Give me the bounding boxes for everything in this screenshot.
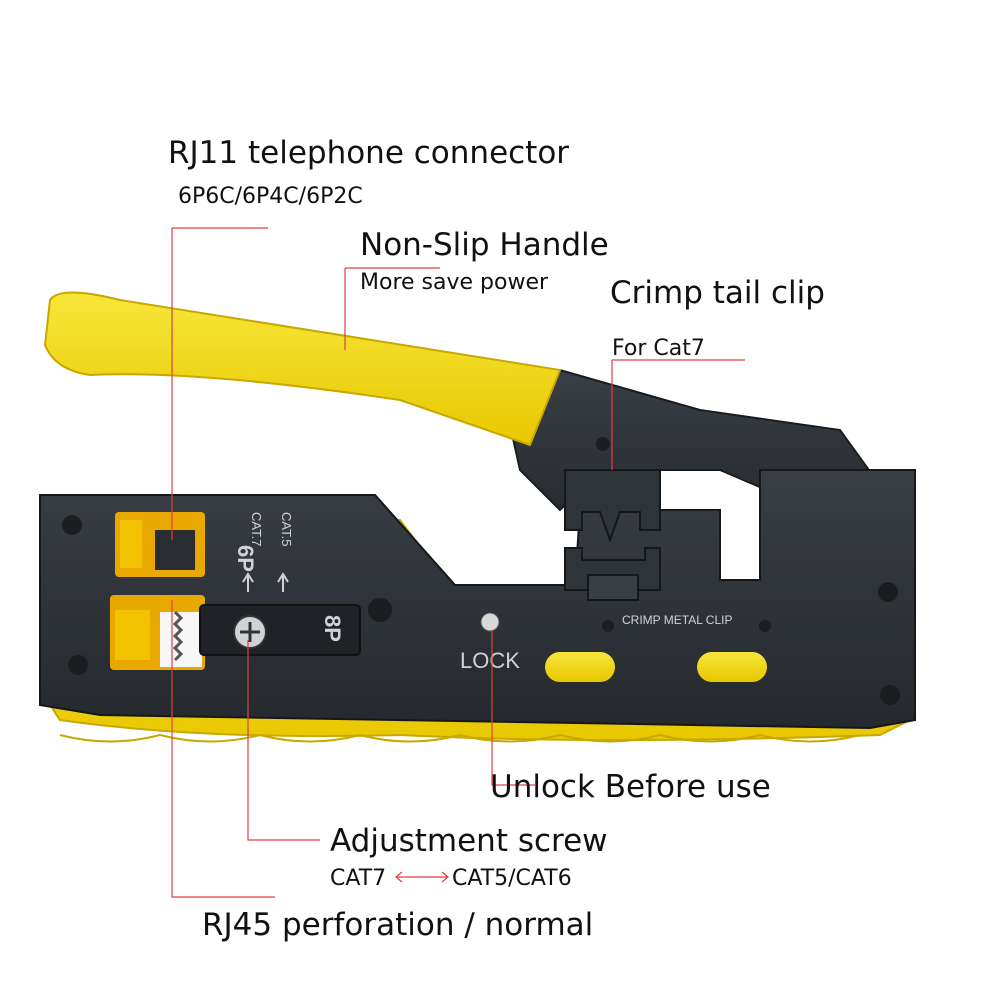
- marking-crimp-metal-clip: CRIMP METAL CLIP: [622, 613, 732, 627]
- screw-slot: [240, 622, 260, 642]
- marking-lock: LOCK: [460, 648, 520, 673]
- callout-tail-clip-title: Crimp tail clip: [610, 275, 825, 311]
- rj45-port-slot: [115, 610, 150, 660]
- rj45-blade-teeth: [172, 610, 184, 662]
- lock-slot-right: [697, 652, 767, 682]
- rj11-port-cavity: [155, 530, 195, 570]
- grip-ridges: [59, 733, 861, 743]
- clip-hole-left: [602, 620, 614, 632]
- callout-screw-cat7: CAT7: [330, 866, 387, 891]
- marking-8p: 8P: [320, 615, 345, 642]
- corner-screw-tl: [62, 515, 82, 535]
- crimp-upper-jaw: [564, 469, 661, 543]
- lock-pin: [480, 612, 500, 632]
- callout-handle-title: Non-Slip Handle: [360, 227, 609, 263]
- leader-screw: [247, 640, 320, 841]
- leader-rj45: [171, 600, 275, 898]
- callout-rj45-title: RJ45 perforation / normal: [202, 907, 594, 943]
- callout-unlock-title: Unlock Before use: [490, 769, 771, 805]
- leader-lines: [171, 227, 745, 898]
- rj45-blade-area: [160, 612, 202, 667]
- corner-screw-br: [880, 685, 900, 705]
- arrow-right-head: [441, 871, 449, 883]
- marking-6p: 6P: [233, 545, 258, 572]
- corner-screw-bl: [68, 655, 88, 675]
- callout-rj11-sub: 6P6C/6P4C/6P2C: [178, 184, 363, 209]
- callout-handle-sub: More save power: [360, 270, 549, 295]
- pivot-hole: [596, 437, 610, 451]
- guide-hole: [368, 598, 392, 622]
- clip-hole-right: [759, 620, 771, 632]
- leader-rj11: [171, 227, 268, 540]
- corner-screw-tr: [878, 582, 898, 602]
- arrow-cat7-icon: [242, 572, 254, 592]
- main-plate: [39, 469, 916, 730]
- arrow-cat5-icon: [277, 572, 289, 592]
- callout-screw-cat56: CAT5/CAT6: [452, 866, 572, 891]
- callout-tail-clip-sub: For Cat7: [612, 336, 705, 361]
- leader-tail-clip: [611, 359, 745, 470]
- rj11-port-slot: [120, 520, 142, 568]
- non-slip-handle: [43, 291, 562, 447]
- leader-unlock: [491, 630, 535, 786]
- crimp-block: [587, 574, 639, 601]
- marking-cat7: CAT.7: [249, 512, 264, 546]
- callout-rj11-title: RJ11 telephone connector: [168, 135, 570, 171]
- leader-handle: [344, 267, 440, 350]
- marking-cat5: CAT.5: [279, 512, 294, 546]
- callout-screw-title: Adjustment screw: [330, 823, 608, 859]
- arrow-left-head: [395, 871, 403, 883]
- lock-slot-left: [545, 652, 615, 682]
